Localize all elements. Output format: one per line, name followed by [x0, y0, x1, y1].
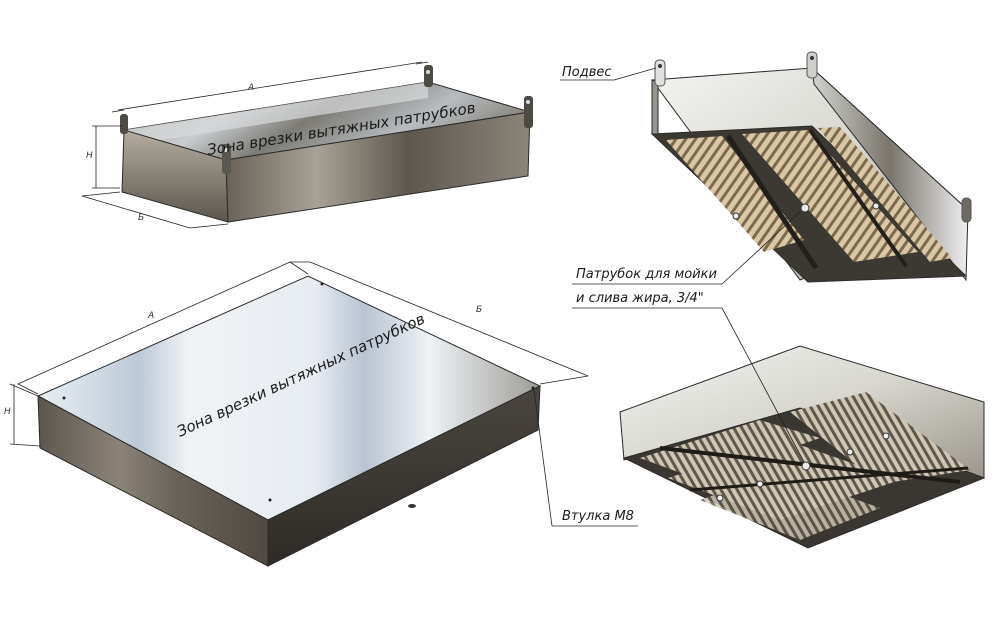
hood-2-bushing-dot: [531, 386, 535, 390]
hood-1-hanger: [424, 65, 433, 87]
hood-2-dim-b: Б: [476, 305, 482, 315]
callout-hanger: Подвес: [560, 65, 657, 81]
callout-drain-line1: Патрубок для мойки: [576, 267, 717, 282]
hood-2-front-right: [267, 385, 541, 567]
hood-1-dim-a: А: [247, 83, 254, 93]
hood-1-dim-h: Н: [86, 151, 93, 161]
hood-3: [650, 51, 972, 283]
hood-1-hanger: [524, 96, 533, 128]
hood-2: А Б Н Зона врезки вытяжных патрубков: [4, 261, 589, 567]
hood-3-filter: [742, 130, 918, 262]
callout-hanger-text: Подвес: [562, 65, 612, 80]
callout-drain-line2: и слива жира, 3/4": [576, 291, 704, 306]
hood-1-inner-back: [124, 82, 428, 146]
hood-3-filter: [818, 127, 952, 262]
hood-3-filter: [666, 136, 804, 252]
hood-3-hanger: [654, 59, 666, 87]
hood-4-filter: [640, 420, 820, 480]
hood-3-hanger: [961, 197, 972, 223]
callout-bushing-text: Втулка М8: [562, 509, 634, 524]
hood-1-front: [225, 111, 531, 223]
hood-2-bushing-dot: [268, 498, 272, 502]
hood-2-bushing-dot: [320, 282, 324, 286]
callout-bushing: Втулка М8: [533, 389, 638, 527]
hood-4-filter: [790, 392, 970, 484]
hood-2-dim-a: А: [147, 311, 154, 321]
hood-3-right-wall: [811, 66, 969, 282]
hood-1-dim-b: Б: [138, 213, 144, 223]
hood-1-hanger: [120, 114, 128, 134]
hood-1-hanger: [222, 144, 231, 174]
hood-2-bushing-dot: [62, 396, 66, 400]
callout-drain-pipe: Патрубок для мойки и слива жира, 3/4": [572, 211, 805, 463]
hood-4-drain: [801, 461, 811, 471]
hood-3-hanger: [806, 51, 818, 79]
hood-3-drain: [800, 203, 810, 213]
hood-1: А Н Б Зона врезки вытяжных патрубков: [81, 61, 533, 229]
hood-4: [619, 345, 986, 549]
hood-2-dim-h: Н: [4, 407, 11, 417]
hood-4-filter: [700, 472, 880, 540]
